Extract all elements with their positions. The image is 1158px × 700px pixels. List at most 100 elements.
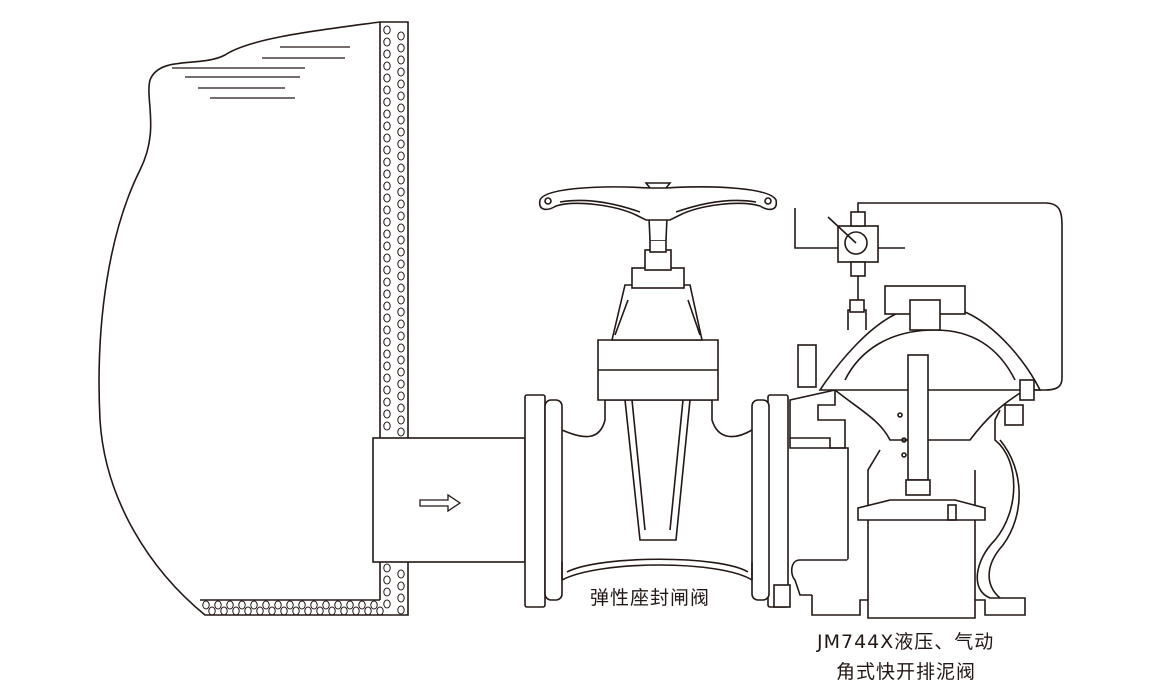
wall-aggregate-circle (397, 355, 405, 365)
wall-aggregate-circle (397, 319, 405, 329)
wall-aggregate-circle (383, 133, 391, 143)
wall-aggregate-circle (383, 325, 391, 335)
wall-aggregate-circle (383, 587, 391, 597)
wall-aggregate-circle (316, 606, 324, 616)
wall-aggregate-circle (334, 600, 342, 610)
wall-aggregate-circle (383, 121, 391, 131)
wall-aggregate-circle (383, 373, 391, 383)
wall-aggregate-circle (397, 391, 405, 401)
wall-aggregate-circle (256, 606, 264, 616)
wall-aggregate-circle (383, 575, 391, 585)
wall-aggregate-circle (397, 91, 405, 101)
wall-aggregate-circle (397, 31, 405, 41)
wall-aggregate-circle (397, 343, 405, 353)
wall-aggregate-circle (397, 43, 405, 53)
wall-aggregate-circle (383, 313, 391, 323)
wall-aggregate-circle (322, 600, 330, 610)
concrete-wall-pattern (202, 25, 405, 616)
wall-aggregate-circle (304, 606, 312, 616)
flow-arrow-icon (419, 493, 462, 513)
gate-valve (524, 182, 789, 608)
wall-aggregate-circle (397, 581, 405, 591)
gate-valve-label: 弹性座封闸阀 (590, 587, 711, 609)
wall-aggregate-circle (397, 367, 405, 377)
wall-aggregate-circle (397, 175, 405, 185)
wall-aggregate-circle (298, 600, 306, 610)
wall-aggregate-circle (397, 103, 405, 113)
wall-aggregate-circle (397, 331, 405, 341)
inlet-pipe (372, 437, 526, 563)
wall-aggregate-circle (383, 265, 391, 275)
wall-aggregate-circle (358, 600, 366, 610)
wall-aggregate-circle (397, 151, 405, 161)
angle-valve-label-line1: JM744X液压、气动 (817, 631, 995, 653)
wall-aggregate-circle (383, 157, 391, 167)
wall-aggregate-circle (397, 415, 405, 425)
wall-aggregate-circle (383, 277, 391, 287)
wall-aggregate-circle (397, 605, 405, 615)
wall-aggregate-circle (280, 606, 288, 616)
wall-aggregate-circle (383, 97, 391, 107)
wall-aggregate-circle (370, 600, 378, 610)
wall-aggregate-circle (383, 169, 391, 179)
wall-aggregate-circle (376, 606, 384, 616)
wall-aggregate-circle (383, 193, 391, 203)
wall-aggregate-circle (286, 600, 294, 610)
wall-aggregate-circle (397, 593, 405, 603)
wall-aggregate-circle (383, 73, 391, 83)
wall-aggregate-circle (383, 205, 391, 215)
angle-valve-label-line2: 角式快开排泥阀 (836, 661, 977, 683)
wall-aggregate-circle (383, 241, 391, 251)
wall-aggregate-circle (383, 409, 391, 419)
wall-aggregate-circle (397, 569, 405, 579)
wall-aggregate-circle (383, 25, 391, 35)
wall-aggregate-circle (383, 421, 391, 431)
wall-aggregate-circle (268, 606, 276, 616)
wall-aggregate-circle (383, 301, 391, 311)
wall-aggregate-circle (397, 379, 405, 389)
wall-aggregate-circle (397, 247, 405, 257)
wall-aggregate-circle (397, 127, 405, 137)
wall-aggregate-circle (238, 600, 246, 610)
wall-aggregate-circle (383, 181, 391, 191)
wall-aggregate-circle (383, 217, 391, 227)
wall-aggregate-circle (383, 85, 391, 95)
wall-aggregate-circle (397, 259, 405, 269)
wall-aggregate-circle (250, 600, 258, 610)
wall-aggregate-circle (220, 606, 228, 616)
wall-aggregate-circle (397, 187, 405, 197)
wall-aggregate-circle (352, 606, 360, 616)
wall-aggregate-circle (397, 139, 405, 149)
wall-aggregate-circle (383, 229, 391, 239)
wall-aggregate-circle (383, 563, 391, 573)
wall-aggregate-circle (346, 600, 354, 610)
wall-aggregate-circle (397, 235, 405, 245)
control-piping (794, 202, 1063, 391)
wall-aggregate-circle (397, 295, 405, 305)
wall-aggregate-circle (397, 211, 405, 221)
wall-aggregate-circle (383, 37, 391, 47)
wall-aggregate-circle (397, 427, 405, 437)
wall-aggregate-circle (202, 600, 210, 610)
wall-aggregate-circle (397, 283, 405, 293)
wall-aggregate-circle (397, 199, 405, 209)
wall-aggregate-circle (397, 223, 405, 233)
wall-aggregate-circle (226, 600, 234, 610)
wall-aggregate-circle (397, 271, 405, 281)
wall-aggregate-circle (232, 606, 240, 616)
water-tank (98, 21, 409, 616)
wall-aggregate-circle (397, 115, 405, 125)
handwheel (538, 186, 778, 221)
wall-aggregate-circle (397, 67, 405, 77)
wall-aggregate-circle (310, 600, 318, 610)
wall-aggregate-circle (340, 606, 348, 616)
wall-aggregate-circle (397, 307, 405, 317)
wall-aggregate-circle (328, 606, 336, 616)
wall-aggregate-circle (274, 600, 282, 610)
wall-aggregate-circle (214, 600, 222, 610)
wall-aggregate-circle (383, 361, 391, 371)
wall-aggregate-circle (364, 606, 372, 616)
wall-aggregate-circle (383, 289, 391, 299)
wall-aggregate-circle (292, 606, 300, 616)
